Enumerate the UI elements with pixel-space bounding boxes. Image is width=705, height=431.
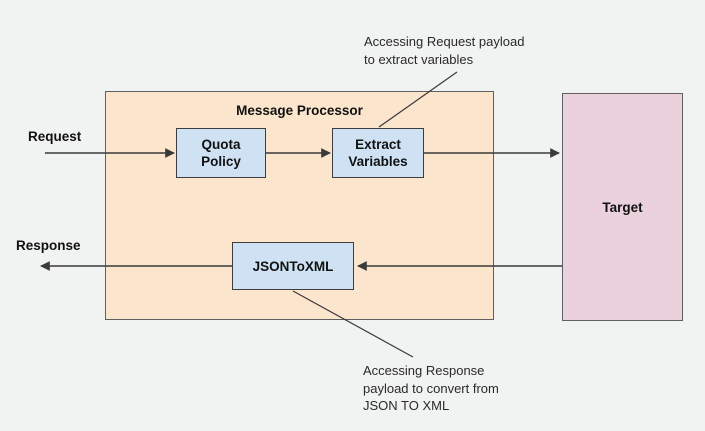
extract-variables-node: Extract Variables xyxy=(332,128,424,178)
quota-policy-node: Quota Policy xyxy=(176,128,266,178)
request-label: Request xyxy=(28,129,82,144)
request-payload-annotation: Accessing Request payload to extract var… xyxy=(364,34,525,67)
message-processor-title: Message Processor xyxy=(236,103,363,118)
json-to-xml-node: JSONToXML xyxy=(232,242,354,290)
response-payload-annotation: Accessing Response payload to convert fr… xyxy=(363,363,499,413)
response-label: Response xyxy=(16,238,81,253)
target-node: Target xyxy=(562,93,683,321)
